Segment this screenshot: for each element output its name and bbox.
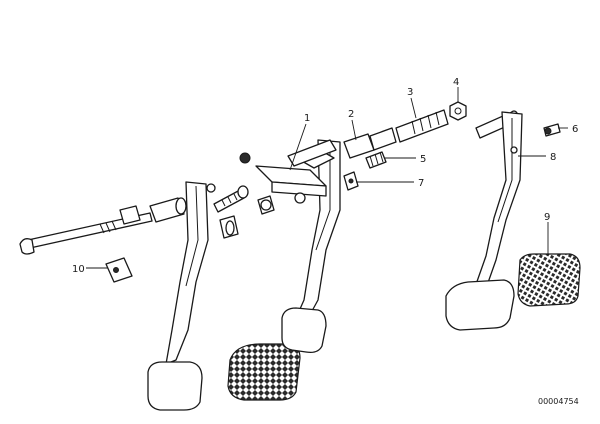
bushing-set <box>219 152 275 239</box>
callout-2: 2 <box>348 109 354 120</box>
callout-9: 9 <box>544 212 550 223</box>
retaining-clip <box>343 171 359 191</box>
leader-lines <box>86 87 568 269</box>
spring-clip <box>365 151 387 169</box>
callout-7: 7 <box>418 178 424 189</box>
bolt <box>213 185 249 213</box>
tread-pad-left <box>227 343 301 401</box>
screw <box>543 123 561 137</box>
callout-5: 5 <box>420 154 426 165</box>
accelerator-pedal <box>445 110 523 331</box>
callout-10: 10 <box>72 264 85 275</box>
pedal-bracket <box>255 149 335 204</box>
drawing-number: 00004754 <box>538 397 579 406</box>
clutch-pedal <box>147 181 216 411</box>
callout-4: 4 <box>453 77 459 88</box>
nut <box>449 101 467 121</box>
callout-1: 1 <box>304 113 310 124</box>
cable-clip <box>105 257 133 283</box>
callout-8: 8 <box>550 152 556 163</box>
callout-3: 3 <box>407 87 413 98</box>
tread-pad-right <box>517 253 581 307</box>
brake-pedal <box>281 139 341 354</box>
callout-6: 6 <box>572 124 578 135</box>
pivot-rod <box>19 197 187 255</box>
pivot-sleeve <box>287 109 449 167</box>
